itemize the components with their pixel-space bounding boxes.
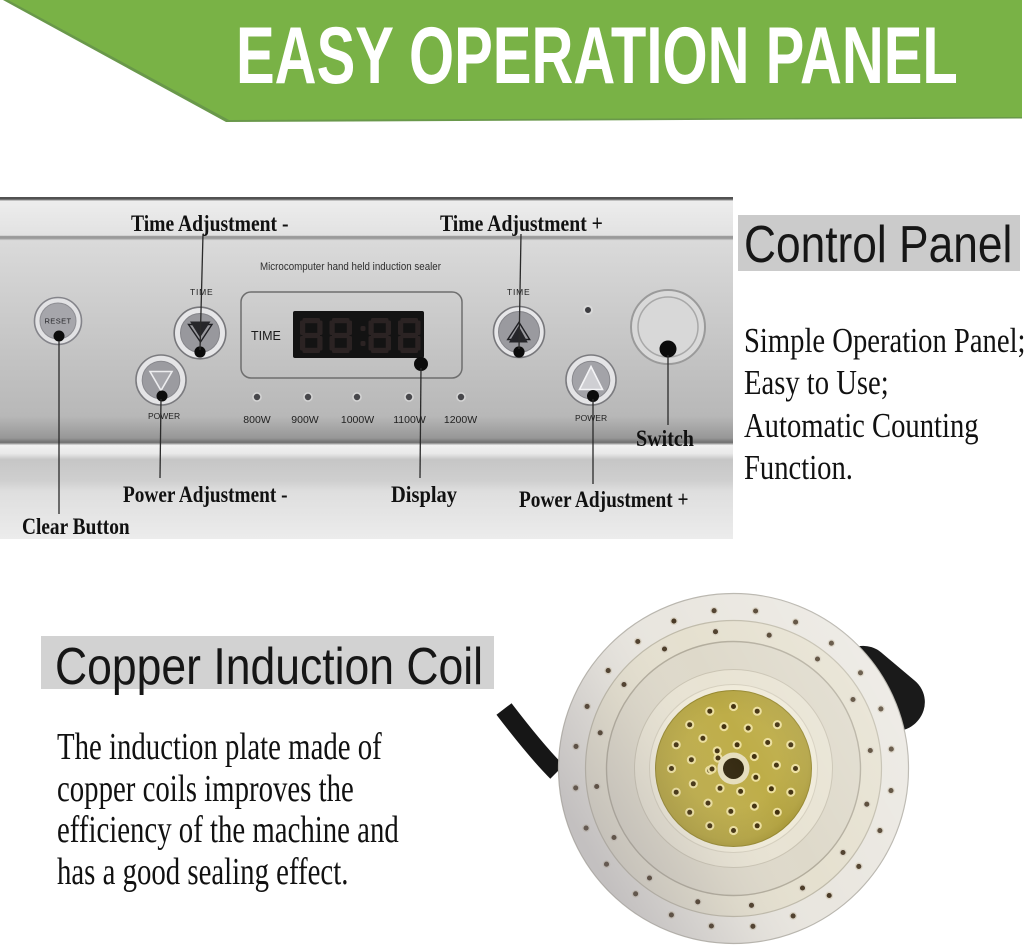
svg-text:RESET: RESET	[44, 317, 71, 326]
